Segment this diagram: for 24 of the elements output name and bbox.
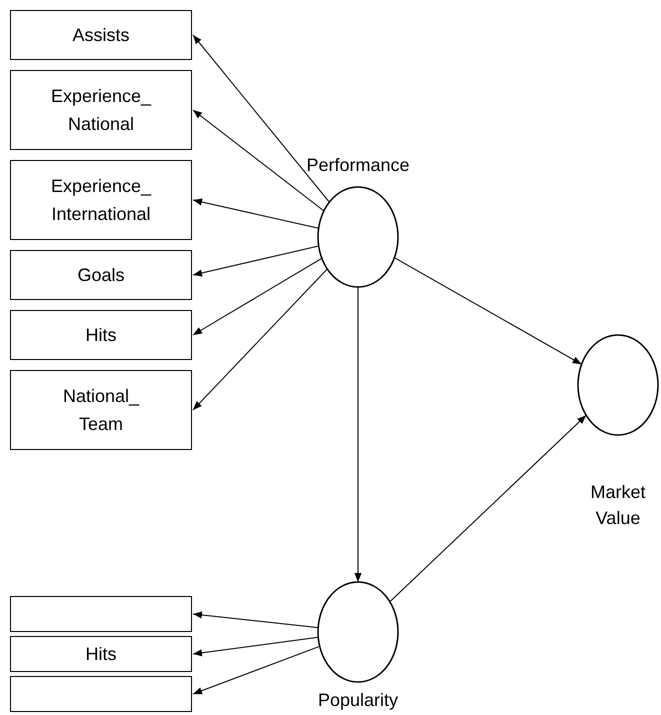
indicator-box: Hits: [10, 636, 192, 672]
indicator-box: [10, 596, 192, 632]
indicator-box: Assists: [10, 10, 192, 60]
indicator-box: Goals: [10, 250, 192, 300]
arrow: [192, 258, 322, 336]
indicator-box: Experience_ International: [10, 160, 192, 240]
arrow: [192, 611, 319, 628]
arrow: [394, 257, 582, 365]
arrow: [192, 268, 328, 410]
indicator-box: National_ Team: [10, 370, 192, 450]
arrow: [192, 636, 319, 656]
arrow: [192, 646, 320, 694]
arrow: [192, 34, 330, 203]
indicator-box: Experience_ National: [10, 70, 192, 150]
variable-label: Market Value: [589, 481, 646, 530]
indicator-box: [10, 676, 192, 712]
arrow: [192, 110, 324, 212]
arrow: [192, 246, 320, 276]
arrow: [354, 286, 362, 582]
arrow: [192, 198, 320, 229]
variable-label: Popularity: [316, 689, 400, 711]
indicator-box: Hits: [10, 310, 192, 360]
arrow: [389, 414, 587, 602]
variable-label: Performance: [305, 154, 411, 176]
